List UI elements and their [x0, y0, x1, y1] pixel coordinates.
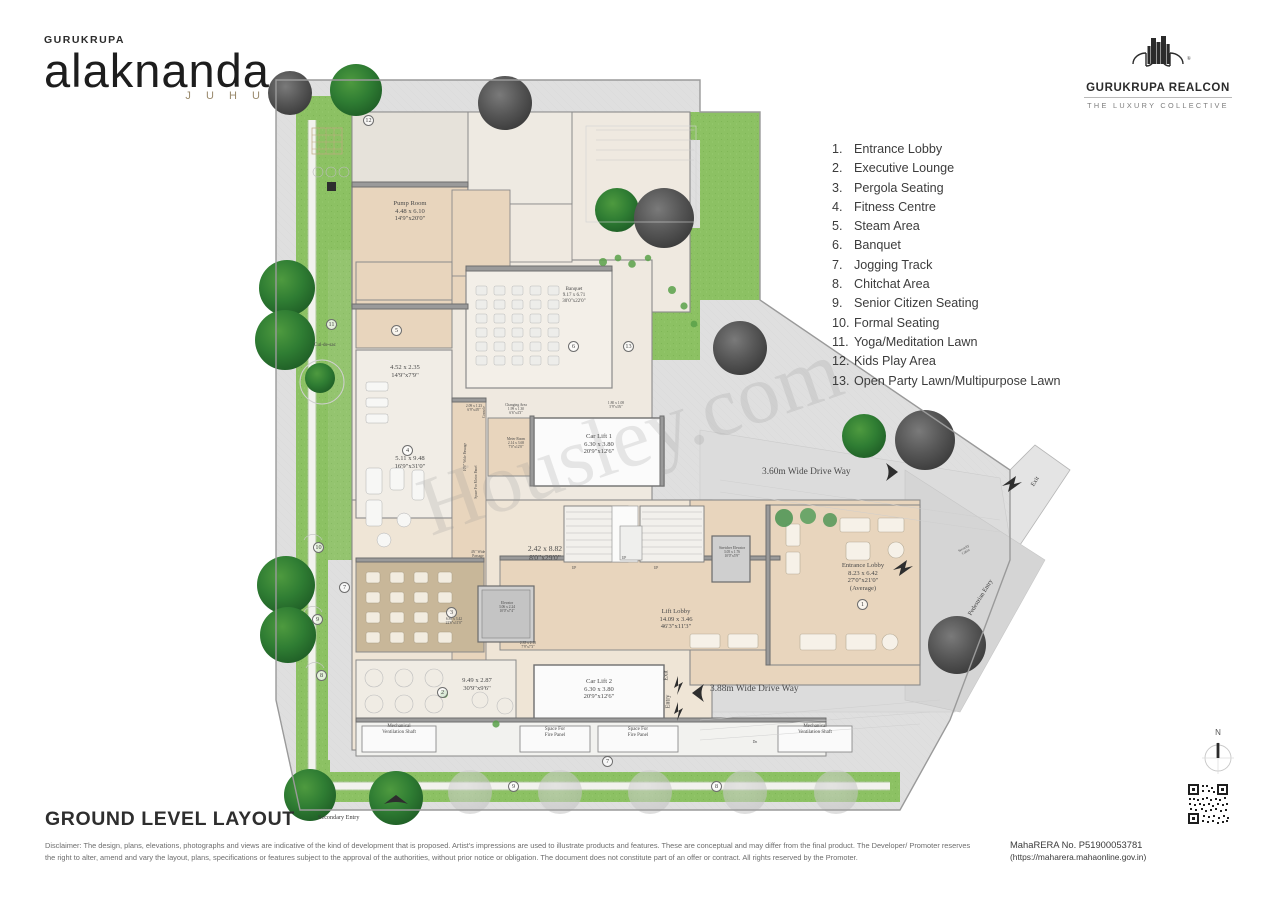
- developer-logo: ® GURUKRUPA REALCON THE LUXURY COLLECTIV…: [1068, 34, 1248, 110]
- legend-number: 9.: [832, 296, 843, 311]
- legend-item-3[interactable]: 3. Pergola Seating: [832, 179, 1112, 198]
- qr-code-icon[interactable]: [1186, 782, 1230, 826]
- legend-number: 5.: [832, 219, 843, 234]
- legend-label: Pergola Seating: [854, 180, 944, 195]
- rera-number: MahaRERA No. P51900053781: [1010, 839, 1143, 850]
- rera-info: MahaRERA No. P51900053781 (https://mahar…: [1010, 838, 1250, 864]
- svg-text:®: ®: [1187, 56, 1191, 62]
- compass-north-icon: N: [1196, 728, 1240, 783]
- fitness-equipment: [365, 381, 425, 548]
- drive-way-label-upper: 3.60m Wide Drive Way: [762, 467, 851, 477]
- legend-item-11[interactable]: 11. Yoga/Meditation Lawn: [832, 333, 1112, 352]
- legend-label: Chitchat Area: [854, 277, 930, 292]
- legend-item-13[interactable]: 13. Open Party Lawn/Multipurpose Lawn: [832, 372, 1112, 391]
- legend-item-9[interactable]: 9. Senior Citizen Seating: [832, 294, 1112, 313]
- lounge-furniture: [364, 668, 514, 715]
- banquet-seating: [475, 285, 560, 366]
- outdoor-seating-arcs: [303, 534, 325, 669]
- legend-number: 12.: [832, 354, 850, 369]
- paving-hatch: [699, 479, 1001, 741]
- legend-label: Formal Seating: [854, 315, 940, 330]
- entrance-lobby-furniture: [689, 517, 905, 651]
- legend-number: 1.: [832, 142, 843, 156]
- legend-label: Yoga/Meditation Lawn: [854, 334, 978, 349]
- legend-label: Entrance Lobby: [854, 142, 943, 156]
- brand-name-main: alaknanda: [44, 47, 270, 94]
- legend-item-7[interactable]: 7. Jogging Track: [832, 256, 1112, 275]
- compound-wall: [275, 79, 1011, 811]
- legend-number: 2.: [832, 161, 843, 176]
- compass-north-label: N: [1215, 728, 1221, 737]
- legend-list: 1. Entrance Lobby 2. Executive Lounge 3.…: [832, 140, 1112, 391]
- legend-item-8[interactable]: 8. Chitchat Area: [832, 275, 1112, 294]
- legend-number: 10.: [832, 315, 850, 330]
- legend-item-6[interactable]: 6. Banquet: [832, 236, 1112, 255]
- disclaimer-text: Disclaimer: The design, plans, elevation…: [45, 841, 971, 862]
- legend-label: Executive Lounge: [854, 161, 955, 176]
- legend-label: Banquet: [854, 238, 901, 253]
- legend-label: Senior Citizen Seating: [854, 296, 979, 311]
- entry-label-entry: Entry: [664, 694, 672, 709]
- legend-item-12[interactable]: 12. Kids Play Area: [832, 352, 1112, 371]
- trees-ghost: [448, 770, 858, 814]
- developer-name: GURUKRUPA REALCON: [1086, 82, 1230, 94]
- legend-label: Kids Play Area: [854, 354, 936, 369]
- developer-divider: [1084, 97, 1232, 98]
- legend-number: 4.: [832, 199, 843, 214]
- compass-rose-icon: [1202, 742, 1234, 774]
- legend-item-10[interactable]: 10. Formal Seating: [832, 314, 1112, 333]
- brand-location: J U H U: [185, 90, 266, 103]
- entry-exit-arrows: [384, 476, 1022, 804]
- building-tower-icon: ®: [1132, 36, 1191, 67]
- brand-logo: GURUKRUPA alaknanda J U H U: [44, 34, 270, 102]
- entry-label-secondary-entry: Secondary Entry: [318, 814, 360, 821]
- legend-label: Open Party Lawn/Multipurpose Lawn: [854, 373, 1061, 388]
- kids-play-area: [311, 127, 350, 191]
- brand-wordmark: alaknanda: [44, 44, 270, 97]
- legend-item-4[interactable]: 4. Fitness Centre: [832, 198, 1112, 217]
- legend-item-5[interactable]: 5. Steam Area: [832, 217, 1112, 236]
- legend-label: Steam Area: [854, 219, 920, 234]
- legend-number: 7.: [832, 257, 843, 272]
- legend-label: Jogging Track: [854, 257, 933, 272]
- staircase-core: [477, 505, 751, 643]
- legend-number: 8.: [832, 277, 843, 292]
- entry-label-exit-2: Exit: [662, 670, 670, 681]
- north-deck-detail: [585, 125, 697, 223]
- qr-code-svg: [1186, 782, 1230, 826]
- legend-item-2[interactable]: 2. Executive Lounge: [832, 159, 1112, 178]
- trees-grey: [268, 71, 986, 674]
- walls: [351, 181, 827, 723]
- yoga-lawn-circle: [299, 359, 345, 405]
- legend-number: 11.: [832, 334, 849, 349]
- legend-number: 13.: [832, 373, 850, 388]
- rera-url[interactable]: (https://maharera.mahaonline.gov.in): [1010, 852, 1147, 862]
- legend-label: Fitness Centre: [854, 199, 936, 214]
- legend-number: 3.: [832, 180, 843, 195]
- page-title: GROUND LEVEL LAYOUT: [45, 808, 295, 830]
- lobby-planters: [775, 508, 837, 527]
- drive-direction-arrows: [692, 463, 898, 702]
- brand-name-top: GURUKRUPA: [44, 34, 125, 46]
- developer-tagline: THE LUXURY COLLECTIVE: [1087, 101, 1229, 110]
- pergola-seating-furniture: [365, 571, 453, 644]
- legend-number: 6.: [832, 238, 843, 253]
- drive-way-label-lower: 3.88m Wide Drive Way: [710, 684, 799, 694]
- legend-item-1[interactable]: 1. Entrance Lobby: [832, 140, 1112, 159]
